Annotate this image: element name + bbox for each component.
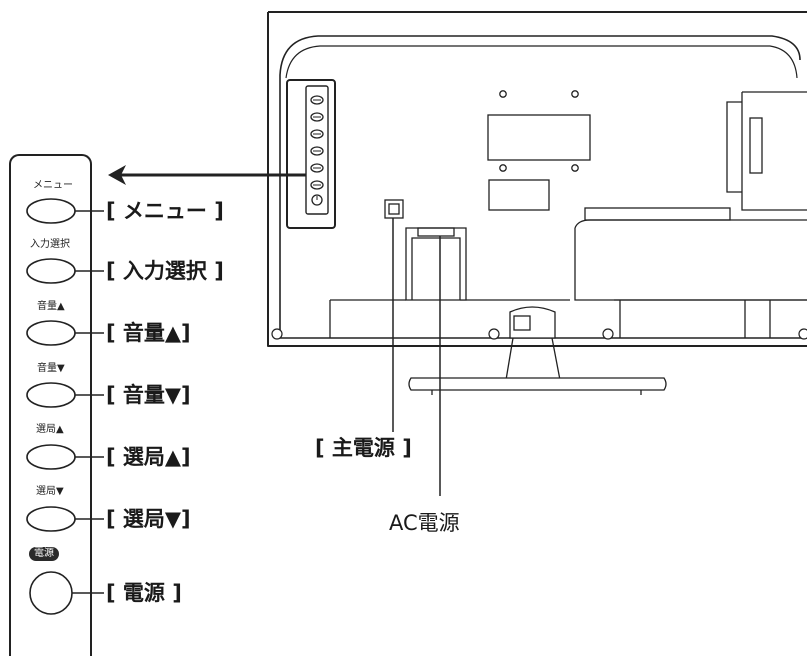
small-label-power: 電源 xyxy=(29,547,59,561)
lower-rail xyxy=(329,299,807,338)
label-channel-down: [ 選局▼] xyxy=(106,507,191,531)
stand-slot xyxy=(417,227,455,237)
label-channel-up: [ 選局▲] xyxy=(106,445,191,469)
tv-inner-frame xyxy=(279,35,807,339)
stand-base xyxy=(408,377,667,391)
side-button-marks xyxy=(313,99,321,200)
small-label-ch-up: 選局▲ xyxy=(36,424,64,435)
bottom-screws xyxy=(271,328,807,340)
stand-neck-inner xyxy=(411,237,461,300)
small-label-input: 入力選択 xyxy=(30,239,70,250)
panel-pointer-arrow-head xyxy=(108,165,126,185)
mount-screws xyxy=(499,90,579,172)
stand-feet xyxy=(431,390,642,395)
stand-clip xyxy=(513,315,531,331)
stand-neck xyxy=(405,227,467,301)
vesa-plate xyxy=(487,114,591,161)
right-bracket xyxy=(726,91,807,211)
rear-slot xyxy=(584,207,731,221)
tv-outer-frame xyxy=(267,11,807,347)
label-plate xyxy=(488,179,550,211)
stand-column xyxy=(505,337,561,381)
tv-back-panel xyxy=(285,45,798,79)
small-label-vol-up: 音量▲ xyxy=(37,301,65,312)
right-connector xyxy=(749,117,763,174)
small-label-ch-down: 選局▼ xyxy=(36,486,64,497)
label-volume-up: [ 音量▲] xyxy=(106,321,191,345)
callout-ac-power: AC電源 xyxy=(389,511,460,535)
callout-main-power: [ 主電源 ] xyxy=(315,436,412,460)
label-volume-down: [ 音量▼] xyxy=(106,383,191,407)
label-power: [ 電源 ] xyxy=(106,581,182,605)
button-panel-outline xyxy=(9,154,92,656)
right-vent xyxy=(574,219,807,301)
main-power-switch xyxy=(388,203,400,215)
small-label-vol-down: 音量▼ xyxy=(37,363,65,374)
small-label-menu: メニュー xyxy=(33,180,73,191)
label-menu: [ メニュー ] xyxy=(106,199,224,223)
label-input-select: [ 入力選択 ] xyxy=(106,259,224,283)
